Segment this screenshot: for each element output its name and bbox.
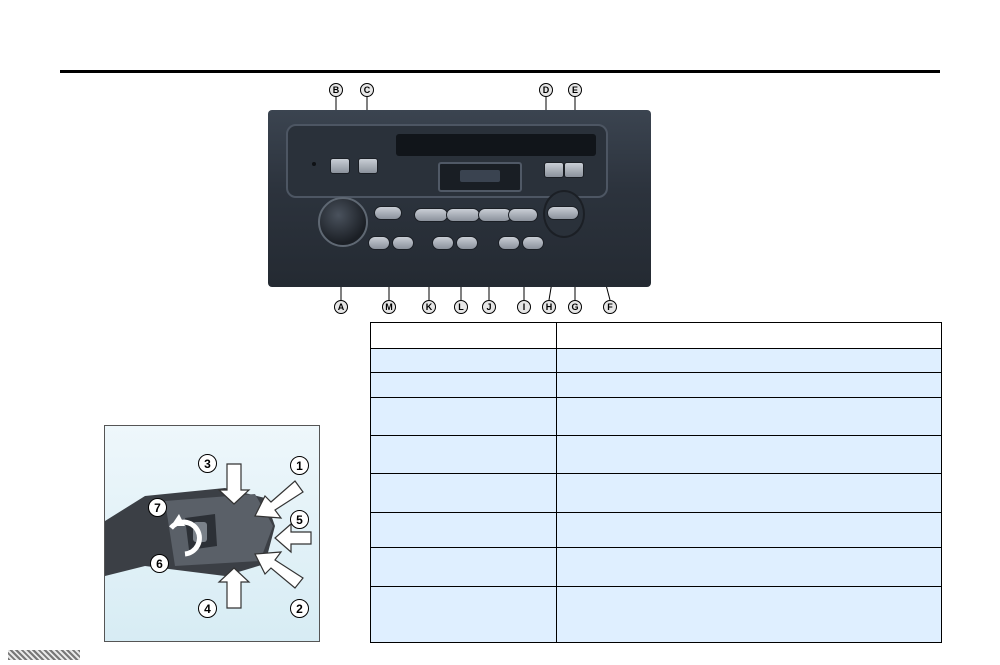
radio-button-k bbox=[414, 208, 448, 222]
table-row bbox=[370, 512, 942, 548]
radio-button-l bbox=[446, 208, 480, 222]
radio-button-j bbox=[478, 208, 512, 222]
radio-button-e bbox=[564, 162, 584, 178]
callout-j: J bbox=[482, 300, 496, 314]
preset-button-1 bbox=[368, 236, 390, 250]
volume-knob bbox=[318, 197, 368, 247]
table-cell bbox=[370, 348, 557, 373]
top-rule bbox=[60, 70, 940, 73]
table-cell bbox=[370, 473, 557, 513]
radio-screw bbox=[312, 162, 316, 166]
table-cell bbox=[556, 586, 942, 643]
steering-stalk-photo: 1 2 3 4 5 6 7 bbox=[104, 425, 320, 642]
table-cell bbox=[556, 473, 942, 513]
table-row bbox=[370, 586, 942, 643]
stalk-callout-5: 5 bbox=[290, 510, 309, 529]
table-cell bbox=[370, 586, 557, 643]
table-row bbox=[370, 547, 942, 587]
radio-button-m bbox=[374, 206, 402, 220]
table-row bbox=[370, 397, 942, 436]
stalk-callout-4: 4 bbox=[198, 599, 217, 618]
table-cell bbox=[556, 397, 942, 436]
table-cell bbox=[556, 512, 942, 548]
callout-f: F bbox=[603, 300, 617, 314]
table-cell bbox=[556, 372, 942, 398]
radio-display-window bbox=[460, 170, 500, 182]
car-radio-photo bbox=[268, 110, 651, 287]
table-cell bbox=[370, 512, 557, 548]
page-corner-logo bbox=[8, 650, 80, 660]
stalk-callout-6: 6 bbox=[150, 554, 169, 573]
callout-h: H bbox=[542, 300, 556, 314]
table-header-row bbox=[370, 322, 942, 349]
callout-c: C bbox=[360, 83, 374, 97]
preset-button-2 bbox=[392, 236, 414, 250]
callout-m: M bbox=[382, 300, 396, 314]
radio-button-h bbox=[547, 206, 579, 220]
radio-upper-panel bbox=[286, 124, 608, 198]
cassette-slot bbox=[396, 134, 596, 156]
audio-button-cluster bbox=[543, 190, 585, 238]
callout-l: L bbox=[454, 300, 468, 314]
callout-i: I bbox=[517, 300, 531, 314]
preset-button-5 bbox=[498, 236, 520, 250]
radio-display bbox=[438, 162, 522, 192]
callout-b: B bbox=[329, 83, 343, 97]
radio-button-d bbox=[544, 162, 564, 178]
preset-button-4 bbox=[456, 236, 478, 250]
table-cell bbox=[370, 547, 557, 587]
radio-button-b bbox=[330, 158, 350, 174]
stalk-callout-1: 1 bbox=[290, 456, 309, 475]
radio-button-i bbox=[508, 208, 538, 222]
preset-button-3 bbox=[432, 236, 454, 250]
callout-d: D bbox=[539, 83, 553, 97]
rule-end-dot bbox=[937, 70, 940, 73]
table-cell bbox=[370, 435, 557, 474]
stalk-illustration bbox=[105, 463, 312, 609]
callout-k: K bbox=[422, 300, 436, 314]
table-cell bbox=[370, 372, 557, 398]
table-row bbox=[370, 435, 942, 474]
callout-g: G bbox=[568, 300, 582, 314]
table-cell bbox=[556, 547, 942, 587]
radio-button-c bbox=[358, 158, 378, 174]
preset-button-6 bbox=[522, 236, 544, 250]
callout-a: A bbox=[334, 300, 348, 314]
stalk-callout-3: 3 bbox=[198, 454, 217, 473]
table-cell bbox=[556, 348, 942, 373]
stalk-callout-7: 7 bbox=[148, 498, 167, 517]
table-cell bbox=[370, 397, 557, 436]
table-cell bbox=[556, 322, 942, 349]
controls-table bbox=[370, 322, 942, 643]
stalk-callout-2: 2 bbox=[290, 599, 309, 618]
callout-e: E bbox=[568, 83, 582, 97]
table-row bbox=[370, 473, 942, 513]
table-row bbox=[370, 348, 942, 373]
table-row bbox=[370, 372, 942, 398]
table-cell bbox=[556, 435, 942, 474]
table-cell bbox=[370, 322, 557, 349]
